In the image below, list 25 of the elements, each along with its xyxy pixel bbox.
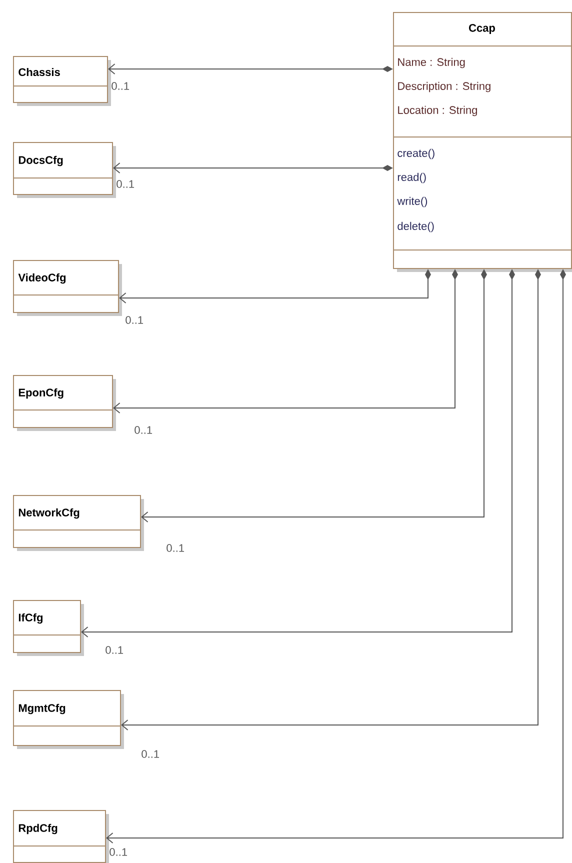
node-label: delete() xyxy=(398,222,434,232)
multiplicity-label: 0..1 xyxy=(126,316,144,324)
class-box: EponCfg xyxy=(12,375,116,431)
node-label: Ccap xyxy=(469,24,495,34)
multiplicity-label: 0..1 xyxy=(110,848,128,856)
multiplicity-label: 0..1 xyxy=(112,82,130,90)
class-box: RpdCfg xyxy=(12,810,109,863)
multiplicity-label: 0..1 xyxy=(134,426,152,434)
node-label: Location : String xyxy=(398,106,477,116)
class-box: VideoCfg xyxy=(12,260,122,316)
node-label: read() xyxy=(398,172,426,184)
multiplicity-label: 0..1 xyxy=(142,750,160,758)
node-label: write() xyxy=(397,196,428,208)
multiplicity-label: 0..1 xyxy=(106,646,124,654)
multiplicity-label: 0..1 xyxy=(116,180,134,188)
class-box: MgmtCfg xyxy=(12,690,124,749)
node-label: Name : String xyxy=(398,58,465,68)
class-box: Ccap Name : String Description : String Location : String create() read() write() delete() xyxy=(392,12,572,272)
class-box: IfCfg xyxy=(12,600,84,656)
class-box: DocsCfg xyxy=(12,142,116,198)
multiplicity-label: 0..1 xyxy=(166,544,184,552)
class-box: NetworkCfg xyxy=(12,495,144,551)
node-label: Description : String xyxy=(398,82,490,92)
class-box: Chassis xyxy=(12,56,111,106)
node-label: create() xyxy=(398,148,434,160)
